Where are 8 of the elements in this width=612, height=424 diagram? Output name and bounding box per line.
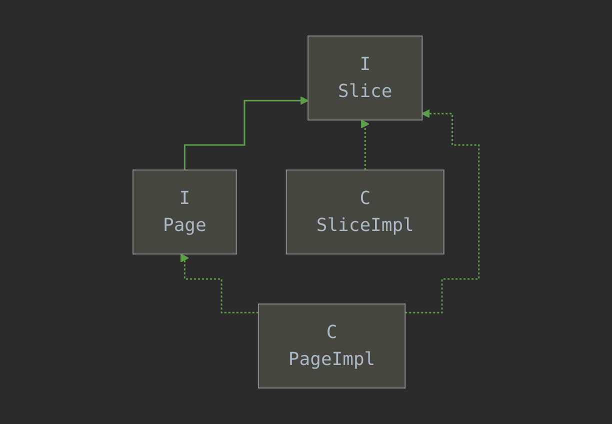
node-box [258,304,406,388]
node-box [132,170,237,254]
node-box [308,36,423,120]
node-box [286,170,444,254]
arrow [360,120,370,171]
arrow [180,254,258,314]
arrow [405,109,480,314]
arrow [184,96,309,171]
